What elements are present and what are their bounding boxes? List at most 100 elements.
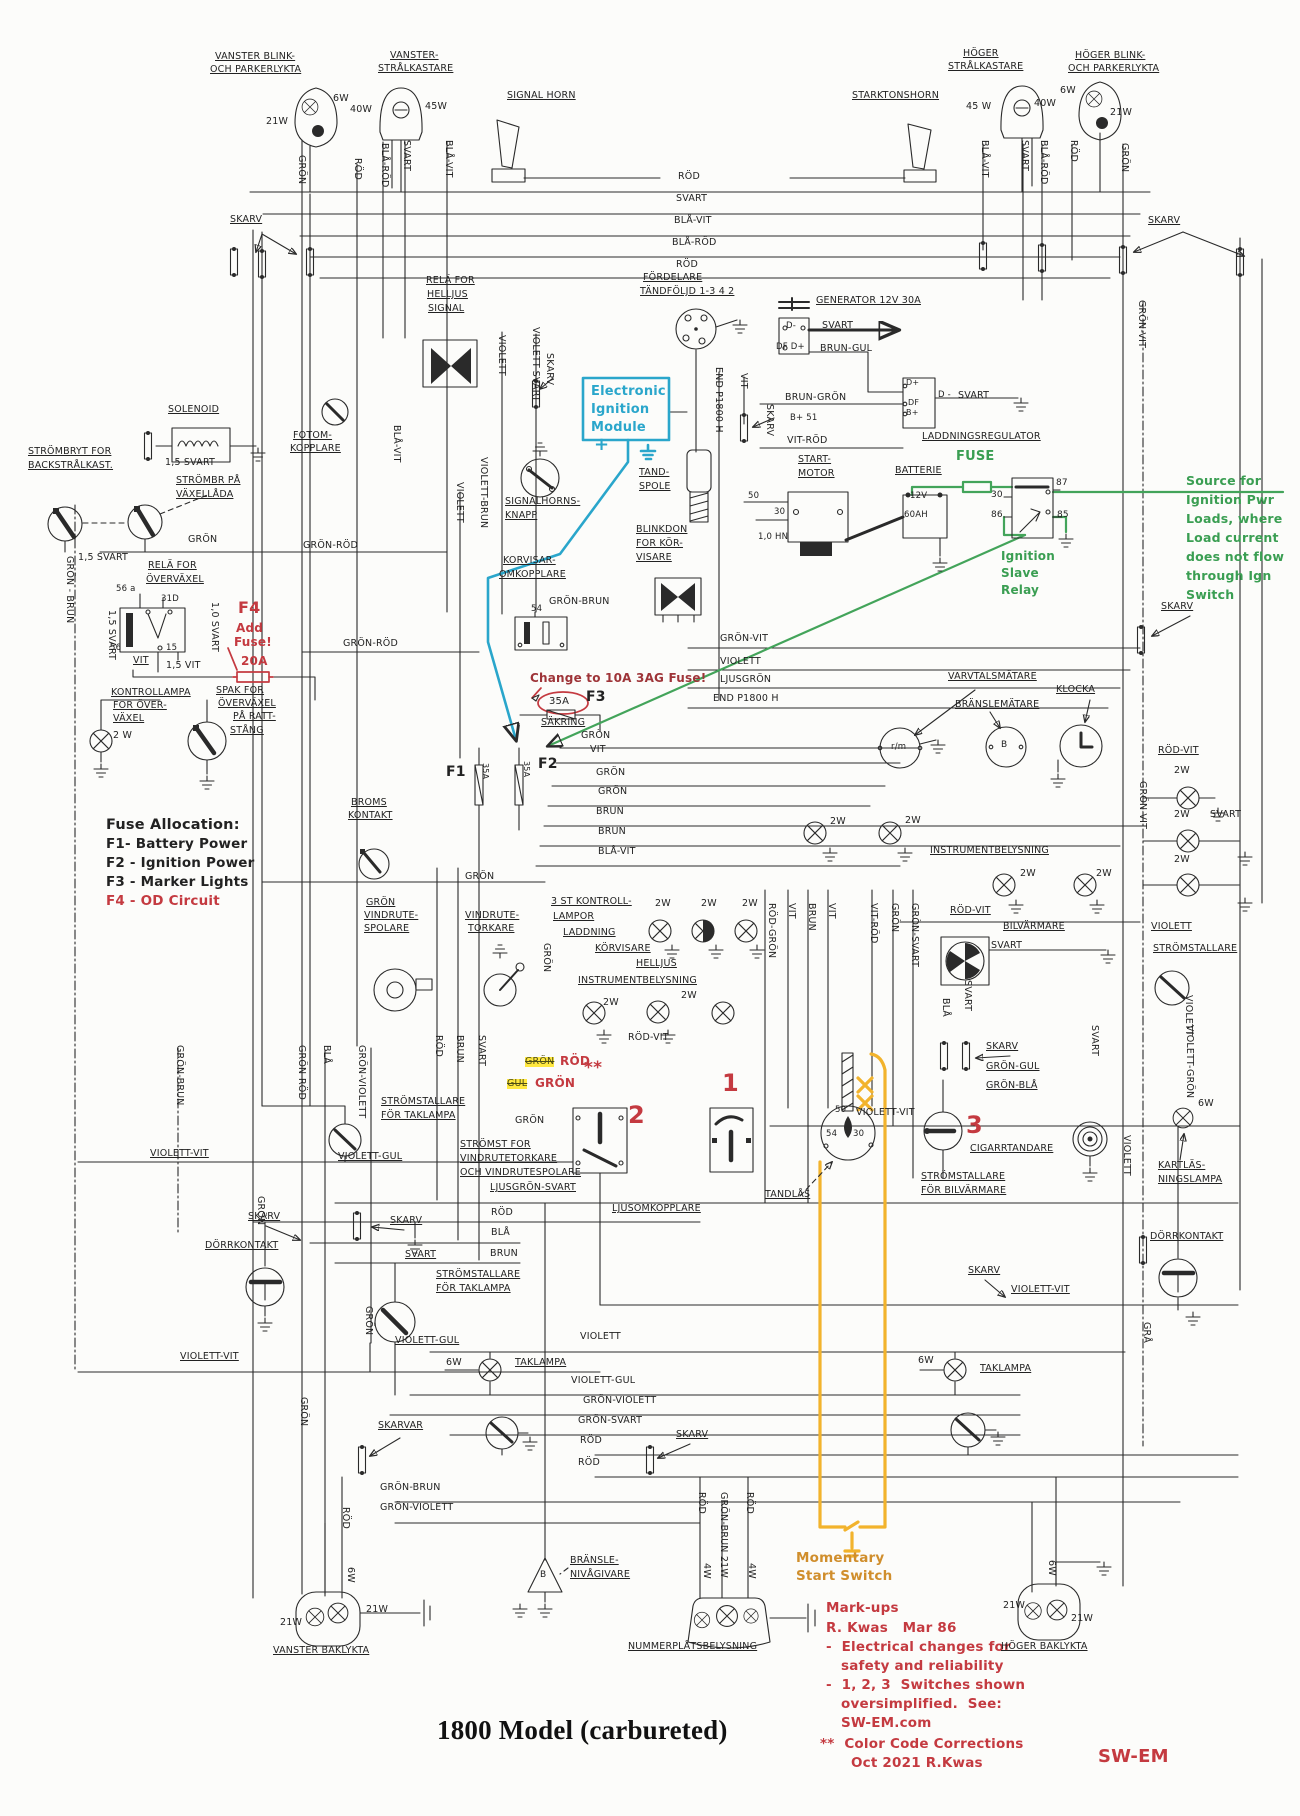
label-vanster-blink-1: VANSTER BLINK-: [215, 51, 296, 62]
label-batterie: BATTERIE: [895, 465, 942, 476]
watt-6w-kart: 6W: [1198, 1098, 1214, 1109]
label-taklampa-r: TAKLAMPA: [980, 1363, 1032, 1374]
watt-4w-1-v: 4W: [701, 1563, 712, 1579]
watt-4w-2-v: 4W: [746, 1563, 757, 1579]
watt-2w-r1: 2W: [1174, 765, 1190, 776]
term-85-relay: 85: [1057, 510, 1069, 520]
wire-brun-m2: BRUN: [598, 826, 626, 837]
wire-gron-rod-bl-v: GRÖN-RÖD: [296, 1045, 307, 1100]
label-torkare-1: VINDRUTE-: [465, 910, 520, 921]
wire-gron-brun-edge-v: GRÖN - BRUN: [64, 556, 75, 624]
label-violett-r: VIOLETT: [1151, 921, 1192, 932]
wire-violett-v2: VIOLETT: [454, 482, 465, 523]
wire-vit-s1-v: VIT: [786, 903, 797, 919]
wire-gron-vit-r2: GRÖN-VIT: [1137, 781, 1148, 830]
label-signal-horn: SIGNAL HORN: [507, 90, 576, 101]
bus-rod-1: RÖD: [678, 171, 700, 182]
f1-35a: 35A: [481, 763, 490, 780]
f2-label: F2: [538, 756, 558, 772]
watt-2w-i3: 2W: [1020, 868, 1036, 879]
wire-15svart-v: 1,5 SVART: [106, 610, 117, 661]
door-contact-right-icon: [1158, 1258, 1201, 1326]
wire-rod-b1: RÖD: [580, 1435, 602, 1446]
label-fuse-green: FUSE: [956, 449, 995, 464]
wire-svart-reg: SVART: [958, 390, 990, 401]
ignition-lock-icon: [820, 1105, 876, 1161]
wire-brun-bl: BRUN: [490, 1248, 518, 1259]
watt-40w-left: 40W: [350, 104, 373, 115]
brake-contact-icon: [358, 848, 390, 880]
bus-rod-2: RÖD: [676, 259, 698, 270]
markups-8: ** Color Code Corrections: [820, 1736, 1024, 1752]
left-headlamp-icon: [379, 87, 423, 141]
wire-gron-tak-v: GRÖN: [363, 1306, 374, 1336]
wire-bla-bv-v: BLÅ: [940, 998, 951, 1017]
watt-6w-b-v: 6W: [345, 1567, 356, 1583]
wire-gron-brun-bl-v: GRÖN-BRUN: [174, 1045, 185, 1106]
red-annotations: [227, 647, 589, 715]
watt-21w-right: 21W: [1110, 107, 1133, 118]
right-blink-parker-lamp-icon: [1078, 81, 1122, 141]
colorcode-gron-struck: GRÖN: [525, 1056, 555, 1067]
courtesy-light-switches-icons: [328, 1123, 1006, 1451]
term-60ah: 60AH: [904, 510, 928, 520]
wire-rod-np1-v: RÖD: [696, 1492, 707, 1514]
term-12v: 12V: [910, 491, 928, 501]
source-note-1: Source for: [1186, 473, 1262, 488]
label-ljusgron-svart: LJUSGRÖN-SVART: [490, 1182, 576, 1193]
label-stromst-wt-1: STRÖMST FOR: [460, 1139, 531, 1150]
markups-3: - Electrical changes for: [826, 1639, 1011, 1655]
wire-gron-gul: GRÖN-GUL: [986, 1061, 1040, 1072]
label-korvisaromkopplare-2: OMKOPPLARE: [499, 569, 566, 580]
colorcode-stars: **: [584, 1058, 603, 1078]
label-instrumentbelysning-1: INSTRUMENTBELYSNING: [930, 845, 1049, 856]
watt-2w-k5: 2W: [603, 997, 619, 1008]
label-stromstallare-tak2-1: STRÖMSTALLARE: [381, 1096, 466, 1107]
label-sakring: SÄKRING: [541, 717, 586, 728]
label-stromstallare-r: STRÖMSTALLARE: [1153, 943, 1238, 954]
term-15: 15: [166, 643, 178, 653]
momentary-note-1: Momentary: [796, 1550, 885, 1566]
left-blink-parker-lamp-icon: [294, 87, 338, 148]
label-spak-2: ÖVERVÄXEL: [218, 698, 276, 709]
wire-gron-sw-v: GRÖN: [541, 943, 552, 973]
label-solenoid: SOLENOID: [168, 404, 220, 415]
slave-relay-note-3: Relay: [1001, 583, 1040, 597]
right-tail-lamp-icon: [1017, 1561, 1112, 1641]
label-dorrkontakt-l: DÖRRKONTAKT: [205, 1240, 279, 1251]
horn-button-icon: [520, 442, 560, 498]
heater-switch-icon: [923, 1111, 963, 1151]
label-kartlasningslampa-1: KARTLÄS-: [1158, 1160, 1206, 1171]
right-headlamp-icon: [1000, 85, 1044, 139]
distributor-icon: [675, 308, 748, 350]
label-rela-helljus-1: RELÄ FOR: [426, 275, 475, 286]
wire-gron-svart-s-v: GRÖN-SVART: [909, 903, 920, 968]
markups-1: Mark-ups: [826, 1600, 899, 1616]
label-startmotor-1: START-: [798, 454, 832, 465]
label-hoger-stralkastare-1: HÖGER: [963, 48, 999, 59]
module-line-2: Ignition: [591, 402, 650, 417]
label-stromst-wt-3: OCH VINDRUTESPOLARE: [460, 1167, 582, 1178]
wire-gron-bl3-v: GRÖN: [255, 1196, 266, 1226]
wire-rod-tl: RÖD: [352, 158, 363, 180]
watt-45w-right: 45 W: [966, 101, 992, 112]
label-rod-vit-2: RÖD-VIT: [950, 905, 991, 916]
wire-violett-m: VIOLETT: [720, 656, 761, 667]
fuel-sender-icon: [527, 1557, 569, 1618]
label-tandlas: TANDLÅS: [765, 1189, 811, 1200]
label-nummerplat: NUMMERPLÅTSBELYSNING: [628, 1641, 758, 1652]
label-vanster-stralkastare-1: VANSTER-: [390, 50, 439, 61]
label-stromstallare-bv-1: STRÖMSTALLARE: [921, 1171, 1006, 1182]
label-fordelare-1: FÖRDELARE: [643, 272, 703, 283]
label-bransle-2: NIVÅGIVARE: [570, 1569, 631, 1580]
label-signalhornsknapp-2: KNAPP: [505, 510, 538, 521]
label-generator: GENERATOR 12V 30A: [816, 295, 921, 306]
wire-gron-brun-mid: GRÖN-BRUN: [549, 596, 610, 607]
source-note-3: Loads, where: [1186, 511, 1283, 526]
brand-swem: SW-EM: [1098, 1746, 1169, 1767]
label-bilvarmare: BILVÄRMARE: [1003, 921, 1065, 932]
door-contact-left-icon: [245, 1267, 285, 1332]
wire-gron-m3: GRÖN: [598, 786, 628, 797]
heater-fan-icon: [940, 936, 1116, 986]
wire-gron-sw2: GRÖN: [515, 1115, 545, 1126]
